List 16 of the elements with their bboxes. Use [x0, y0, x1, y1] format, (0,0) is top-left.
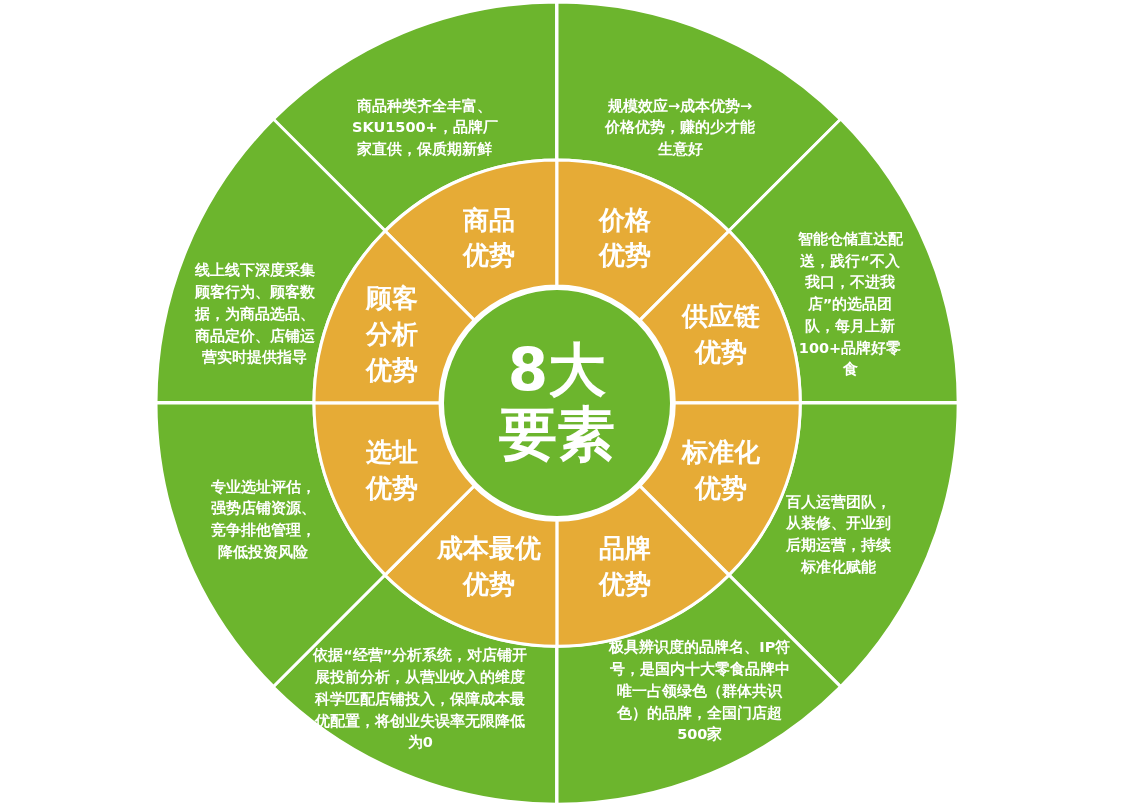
segment-description: 专业选址评估，强势店铺资源、竞争排他管理，降低投资风险 — [209, 477, 317, 562]
segment-title: 成本最优优势 — [435, 532, 542, 602]
segment-title: 品牌优势 — [597, 532, 652, 602]
segment-description: 百人运营团队，从装修、开业到后期运营，持续标准化赋能 — [784, 492, 892, 577]
segment-title: 供应链优势 — [680, 299, 762, 369]
segment-title: 标准化优势 — [680, 436, 762, 505]
segment-title: 价格优势 — [597, 203, 652, 273]
segment-description: 商品种类齐全丰富、SKU1500+，品牌厂家直供，保质期新鲜 — [351, 96, 499, 159]
center-title: 8大要素 — [498, 339, 616, 467]
segment-description: 线上线下深度采集顾客行为、顾客数据，为商品选品、商品定价、店铺运营实时提供指导 — [193, 261, 316, 368]
segment-title: 选址优势 — [365, 436, 420, 505]
segment-description: 智能仓储直达配送，践行“不入我口，不进我店”的选品团队，每月上新100+品牌好零食 — [796, 230, 904, 380]
segment-title: 商品优势 — [461, 203, 516, 273]
segment-title: 顾客分析优势 — [365, 281, 420, 387]
segment-description: 规模效应→成本优势→价格优势，赚的少才能生意好 — [604, 96, 757, 159]
segment-description: 极具辨识度的品牌名、IP符号，是国内十大零食品牌中唯一占领绿色（群体共识色）的品牌，全国门店超500家 — [607, 638, 792, 745]
